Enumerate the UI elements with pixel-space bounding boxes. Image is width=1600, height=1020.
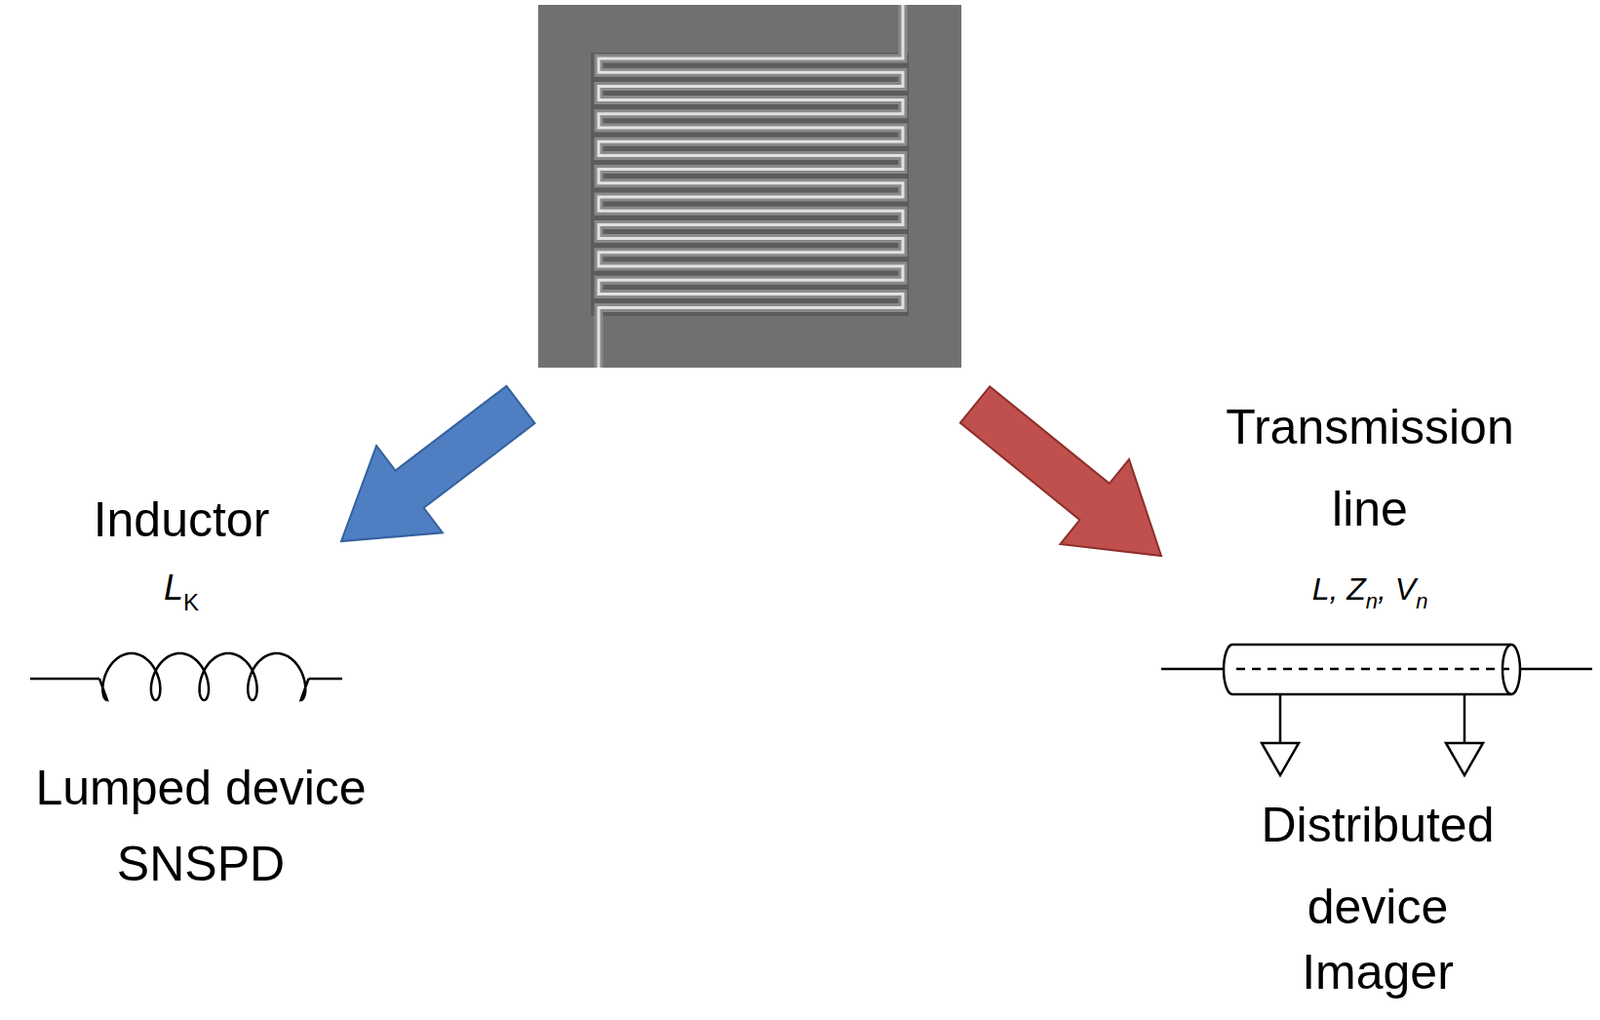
transmission-line-symbol: [1161, 644, 1593, 776]
text-group: Transmission line: [1189, 391, 1551, 556]
text-group: LK: [163, 551, 199, 630]
text-group: Inductor: [93, 484, 271, 567]
label-text: L, Z: [1312, 571, 1366, 607]
text-group: L, Zn, Vn: [1312, 553, 1429, 630]
label-text: L: [163, 567, 184, 608]
label-text: n: [1365, 588, 1378, 614]
text-group: SNSPD: [117, 828, 285, 911]
label-text: Transmission line: [1225, 399, 1527, 537]
label-text: Lumped device: [35, 760, 366, 816]
label-text: , V: [1377, 571, 1416, 607]
text-group: Lumped device: [35, 752, 366, 835]
label-text: K: [183, 588, 199, 616]
block-arrow: [960, 386, 1162, 556]
text-group: Imager: [1301, 936, 1454, 1019]
block-arrow: [341, 386, 536, 542]
text-group: Distributed device: [1226, 789, 1529, 954]
label-text: n: [1415, 588, 1428, 614]
label-text: Inductor: [93, 492, 271, 547]
sem-image: [538, 4, 962, 368]
label-text: Imager: [1301, 944, 1454, 1000]
nanowire-meander: [590, 4, 909, 368]
label-text: SNSPD: [117, 836, 285, 892]
inductor-symbol: [30, 653, 343, 701]
label-text: Distributed device: [1261, 797, 1509, 935]
